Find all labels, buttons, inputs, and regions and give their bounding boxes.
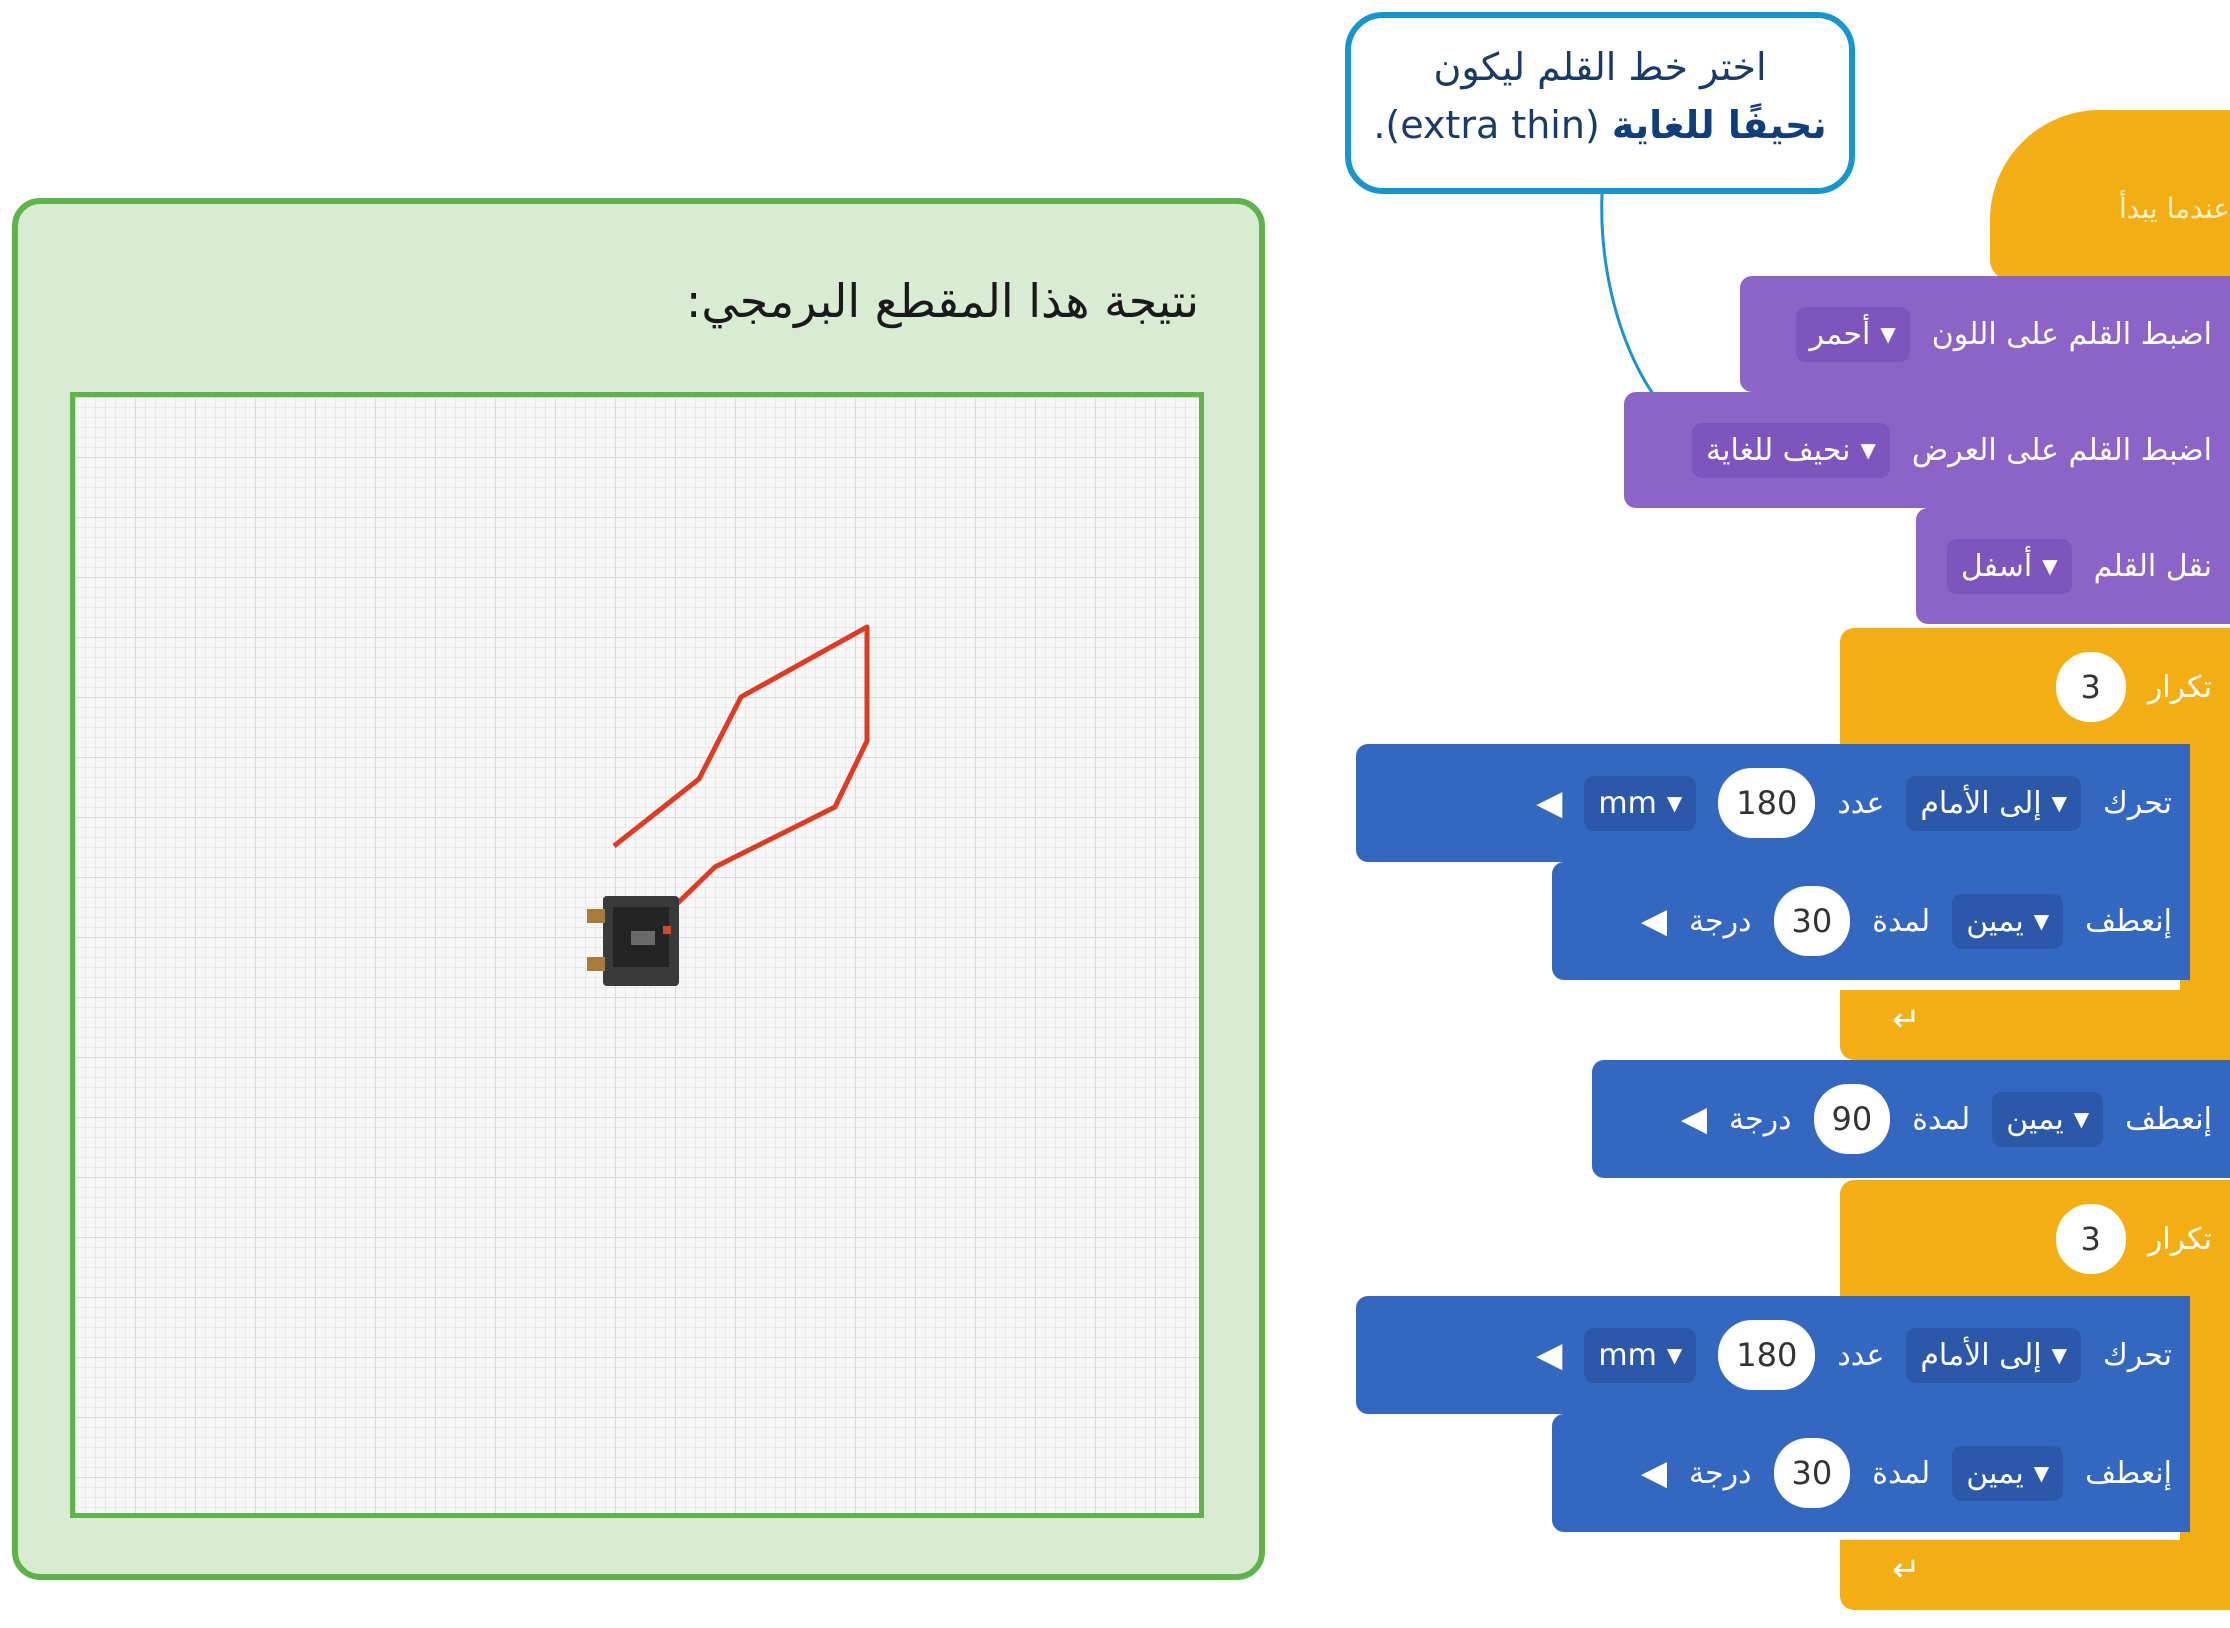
result-panel: نتيجة هذا المقطع البرمجي:	[12, 198, 1265, 1580]
repeat-label: تكرار	[2147, 1221, 2212, 1257]
for-label: لمدة	[1872, 903, 1931, 939]
collapse-arrow-icon[interactable]: ◀	[1640, 901, 1668, 941]
move-label: تحرك	[2103, 785, 2172, 821]
unit-dropdown[interactable]: mm ▼	[1584, 1327, 1697, 1383]
repeat-2-footer: ↵	[1840, 1540, 2230, 1610]
pen-dropdown[interactable]: أسفل ▼	[1946, 538, 2072, 594]
chevron-down-icon: ▼	[1666, 791, 1683, 815]
when-start-hat-block[interactable]: عندما يبدأ	[1990, 110, 2230, 280]
angle-input[interactable]: 90	[1813, 1084, 1891, 1154]
collapse-arrow-icon[interactable]: ◀	[1680, 1099, 1708, 1139]
set-pen-width-block[interactable]: اضبط القلم على العرض نحيف للغاية ▼	[1624, 392, 2230, 508]
callout-bold: نحيفًا للغاية	[1611, 103, 1827, 147]
count-label: عدد	[1837, 1337, 1885, 1373]
collapse-arrow-icon[interactable]: ◀	[1536, 783, 1563, 823]
collapse-arrow-icon[interactable]: ◀	[1536, 1335, 1563, 1375]
chevron-down-icon: ▼	[2033, 1461, 2050, 1485]
count-label: عدد	[1837, 785, 1885, 821]
pen-path	[612, 624, 870, 929]
move-label: تحرك	[2103, 1337, 2172, 1373]
chevron-down-icon: ▼	[1666, 1343, 1683, 1367]
distance-input[interactable]: 180	[1718, 1320, 1816, 1390]
move-block-2[interactable]: تحرك إلى الأمام ▼ عدد 180 mm ▼ ◀	[1356, 1296, 2190, 1414]
drawing-svg	[587, 624, 870, 986]
chevron-down-icon: ▼	[1880, 322, 1896, 346]
direction-value: إلى الأمام	[1920, 1337, 2042, 1373]
turn-direction-value: يمين	[1966, 903, 2024, 939]
turn-label: إنعطف	[2085, 1455, 2172, 1491]
drawing-canvas	[70, 392, 1204, 1518]
turn-direction-dropdown[interactable]: يمين ▼	[1952, 1445, 2064, 1501]
result-title: نتيجة هذا المقطع البرمجي:	[685, 274, 1199, 328]
angle-input[interactable]: 30	[1773, 886, 1851, 956]
width-value: نحيف للغاية	[1706, 432, 1851, 468]
repeat-block-2[interactable]: تكرار 3	[1840, 1180, 2230, 1298]
chevron-down-icon: ▼	[2073, 1107, 2090, 1131]
set-width-label: اضبط القلم على العرض	[1911, 432, 2212, 468]
callout-line1: اختر خط القلم ليكون	[1433, 45, 1767, 89]
repeat-block-1[interactable]: تكرار 3	[1840, 628, 2230, 746]
pen-value: أسفل	[1960, 548, 2033, 584]
unit-dropdown[interactable]: mm ▼	[1584, 775, 1697, 831]
loop-arrow-icon: ↵	[1892, 1000, 1921, 1040]
pen-position-block[interactable]: نقل القلم أسفل ▼	[1916, 508, 2230, 624]
turn-direction-dropdown[interactable]: يمين ▼	[1992, 1091, 2104, 1147]
chevron-down-icon: ▼	[2042, 554, 2058, 578]
repeat-count-input[interactable]: 3	[2055, 1204, 2126, 1274]
robot-icon	[587, 896, 679, 986]
direction-value: إلى الأمام	[1920, 785, 2042, 821]
set-pen-color-block[interactable]: اضبط القلم على اللون أحمر ▼	[1740, 276, 2230, 392]
width-dropdown[interactable]: نحيف للغاية ▼	[1692, 422, 1890, 478]
chevron-down-icon: ▼	[2033, 909, 2050, 933]
callout-rest: (extra thin).	[1373, 103, 1612, 147]
repeat-1-footer: ↵	[1840, 990, 2230, 1060]
turn-label: إنعطف	[2085, 903, 2172, 939]
direction-dropdown[interactable]: إلى الأمام ▼	[1906, 775, 2081, 831]
degree-label: درجة	[1689, 1455, 1752, 1491]
for-label: لمدة	[1872, 1455, 1931, 1491]
color-value: أحمر	[1809, 316, 1871, 352]
turn-block-90[interactable]: إنعطف يمين ▼ لمدة 90 درجة ◀	[1592, 1060, 2230, 1178]
repeat-count-input[interactable]: 3	[2055, 652, 2126, 722]
distance-input[interactable]: 180	[1718, 768, 1816, 838]
chevron-down-icon: ▼	[2051, 791, 2067, 815]
repeat-label: تكرار	[2147, 669, 2212, 705]
hat-label: عندما يبدأ	[2118, 192, 2230, 225]
collapse-arrow-icon[interactable]: ◀	[1640, 1453, 1668, 1493]
chevron-down-icon: ▼	[2051, 1343, 2067, 1367]
pen-label: نقل القلم	[2093, 548, 2212, 584]
angle-input[interactable]: 30	[1773, 1438, 1851, 1508]
turn-direction-dropdown[interactable]: يمين ▼	[1952, 893, 2064, 949]
for-label: لمدة	[1912, 1101, 1971, 1137]
turn-direction-value: يمين	[2006, 1101, 2064, 1137]
turn-direction-value: يمين	[1966, 1455, 2024, 1491]
chevron-down-icon: ▼	[1860, 438, 1876, 462]
set-color-label: اضبط القلم على اللون	[1931, 316, 2212, 352]
degree-label: درجة	[1729, 1101, 1792, 1137]
unit-value: mm	[1598, 1337, 1657, 1373]
unit-value: mm	[1598, 785, 1657, 821]
turn-block-2[interactable]: إنعطف يمين ▼ لمدة 30 درجة ◀	[1552, 1414, 2190, 1532]
turn-block-1[interactable]: إنعطف يمين ▼ لمدة 30 درجة ◀	[1552, 862, 2190, 980]
loop-arrow-icon: ↵	[1892, 1550, 1921, 1590]
direction-dropdown[interactable]: إلى الأمام ▼	[1906, 1327, 2081, 1383]
color-dropdown[interactable]: أحمر ▼	[1795, 306, 1910, 362]
turn-label: إنعطف	[2125, 1101, 2212, 1137]
callout-line2: نحيفًا للغاية (extra thin).	[1351, 96, 1849, 154]
callout-note: اختر خط القلم ليكون نحيفًا للغاية (extra…	[1345, 12, 1855, 194]
move-block-1[interactable]: تحرك إلى الأمام ▼ عدد 180 mm ▼ ◀	[1356, 744, 2190, 862]
degree-label: درجة	[1689, 903, 1752, 939]
